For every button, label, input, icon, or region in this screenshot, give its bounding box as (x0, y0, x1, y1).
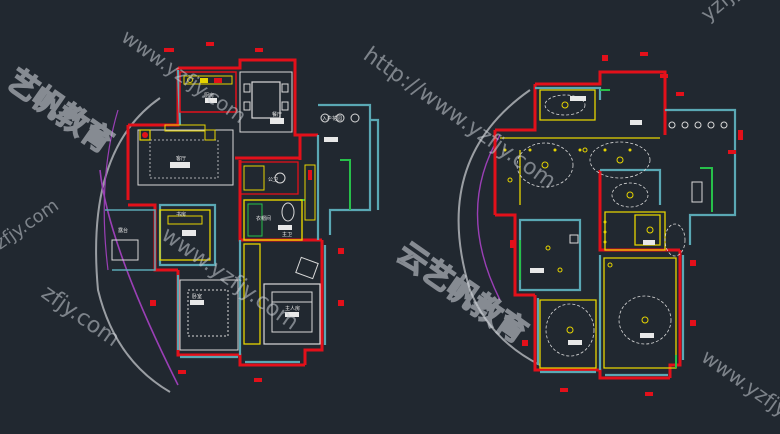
room-label-entrance-garden: 入户花园 (322, 115, 342, 122)
bedroom-left (179, 279, 239, 351)
room-label-master-bath: 主卫 (282, 231, 292, 238)
study-room (159, 209, 211, 261)
watermark-url-left: zfjy.com (37, 280, 124, 352)
watermark-brand-left: 艺帆教育 (0, 63, 118, 160)
room-label-bedroom: 卧室 (192, 293, 202, 300)
lighting-layout (516, 94, 686, 357)
floor-plan-left: 入户花园 厨房 餐厅 客厅 公卫 书房 主卫 衣帽间 卧室 主人房 露台 (95, 42, 380, 393)
master-bedroom-left (263, 256, 321, 345)
room-label-terrace: 露台 (118, 227, 128, 234)
ensuite-bath (243, 199, 303, 241)
entrance-garden (320, 113, 360, 142)
kitchen-fixtures (179, 71, 237, 113)
living-room-furniture (137, 124, 234, 186)
room-label-master-bedroom: 主人房 (285, 305, 300, 312)
floor-plan-right (457, 52, 743, 396)
room-label-study: 书房 (176, 211, 186, 218)
watermark-url-diagonal: http://www.yzfjy.com (359, 42, 561, 194)
light-fixtures (507, 101, 654, 334)
watermark-top-right: yzfjy (696, 0, 747, 26)
dining-table (239, 71, 293, 133)
room-label-living: 客厅 (176, 155, 186, 162)
watermark-left-edge: zfjy.com (0, 195, 63, 254)
room-label-kitchen: 厨房 (204, 92, 214, 99)
balcony-left (105, 209, 156, 271)
room-label-wardrobe: 衣帽间 (256, 215, 271, 222)
room-label-public-bath: 公卫 (268, 177, 278, 183)
bathroom-fixtures (239, 161, 316, 221)
wardrobe (243, 243, 261, 345)
room-label-dining: 餐厅 (272, 111, 282, 118)
watermark-url-right: www.yzfjy.com (697, 344, 780, 434)
